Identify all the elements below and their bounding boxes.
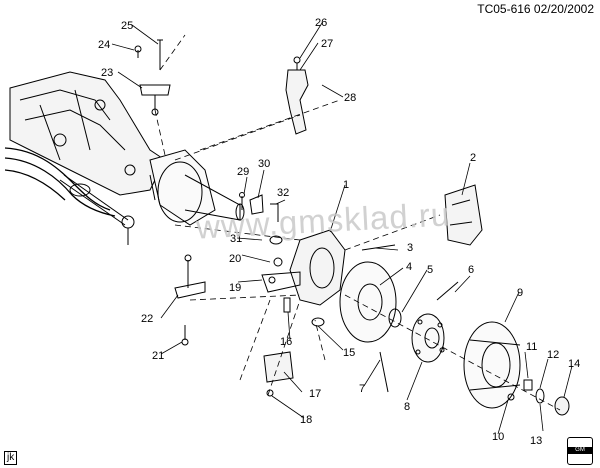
callout-14: 14: [568, 358, 580, 370]
emblem-text: GM: [568, 447, 592, 454]
callout-9: 9: [517, 287, 523, 299]
callout-21: 21: [152, 350, 164, 362]
brake-caliper: [444, 184, 483, 246]
callout-6: 6: [468, 264, 474, 276]
callout-1: 1: [343, 179, 349, 191]
callout-4: 4: [406, 261, 412, 273]
callout-8: 8: [404, 401, 410, 413]
callout-10: 10: [492, 431, 504, 443]
upper-ball-joint: [134, 39, 171, 116]
bracket: [285, 56, 309, 135]
callout-29: 29: [237, 166, 249, 178]
corner-code: jk: [4, 451, 18, 465]
callout-13: 13: [530, 435, 542, 447]
callout-23: 23: [101, 67, 113, 79]
splash-shield: [339, 261, 397, 343]
leader-lines: [111, 22, 573, 435]
hub-and-bearing: [411, 313, 445, 363]
differential-carrier: [9, 71, 166, 196]
callout-32: 32: [277, 187, 289, 199]
callout-19: 19: [229, 282, 241, 294]
callout-5: 5: [427, 264, 433, 276]
callout-labels: 1 2 3 4 5 6 7 8 9 10 11 12 13 14 15 16 1…: [98, 17, 580, 447]
callout-11: 11: [526, 341, 537, 353]
callout-2: 2: [470, 152, 476, 164]
callout-15: 15: [343, 347, 355, 359]
tie-rod: [59, 174, 135, 245]
fasteners: [239, 192, 459, 393]
callout-24: 24: [98, 39, 110, 51]
callout-27: 27: [321, 38, 333, 50]
callout-26: 26: [315, 17, 327, 29]
callout-20: 20: [229, 253, 241, 265]
callout-16: 16: [280, 336, 292, 348]
callout-31: 31: [230, 233, 242, 245]
oem-emblem: GM: [567, 437, 593, 465]
callout-25: 25: [121, 20, 133, 32]
callout-22: 22: [141, 313, 153, 325]
callout-3: 3: [407, 242, 413, 254]
callout-12: 12: [547, 349, 559, 361]
hub-hardware: [507, 379, 570, 416]
dashed-assembly-lines: [154, 34, 561, 411]
brake-rotor: [463, 321, 521, 409]
drawing-reference: TC05-616 02/20/2002: [477, 2, 594, 16]
lower-ball-joint: [174, 254, 206, 346]
callout-7: 7: [359, 383, 365, 395]
steering-knuckle: [261, 229, 346, 306]
axle-shaft: [149, 149, 245, 226]
seal: [388, 308, 402, 328]
callout-17: 17: [309, 388, 321, 400]
callout-18: 18: [300, 414, 312, 426]
callout-28: 28: [344, 92, 356, 104]
callout-30: 30: [258, 158, 270, 170]
